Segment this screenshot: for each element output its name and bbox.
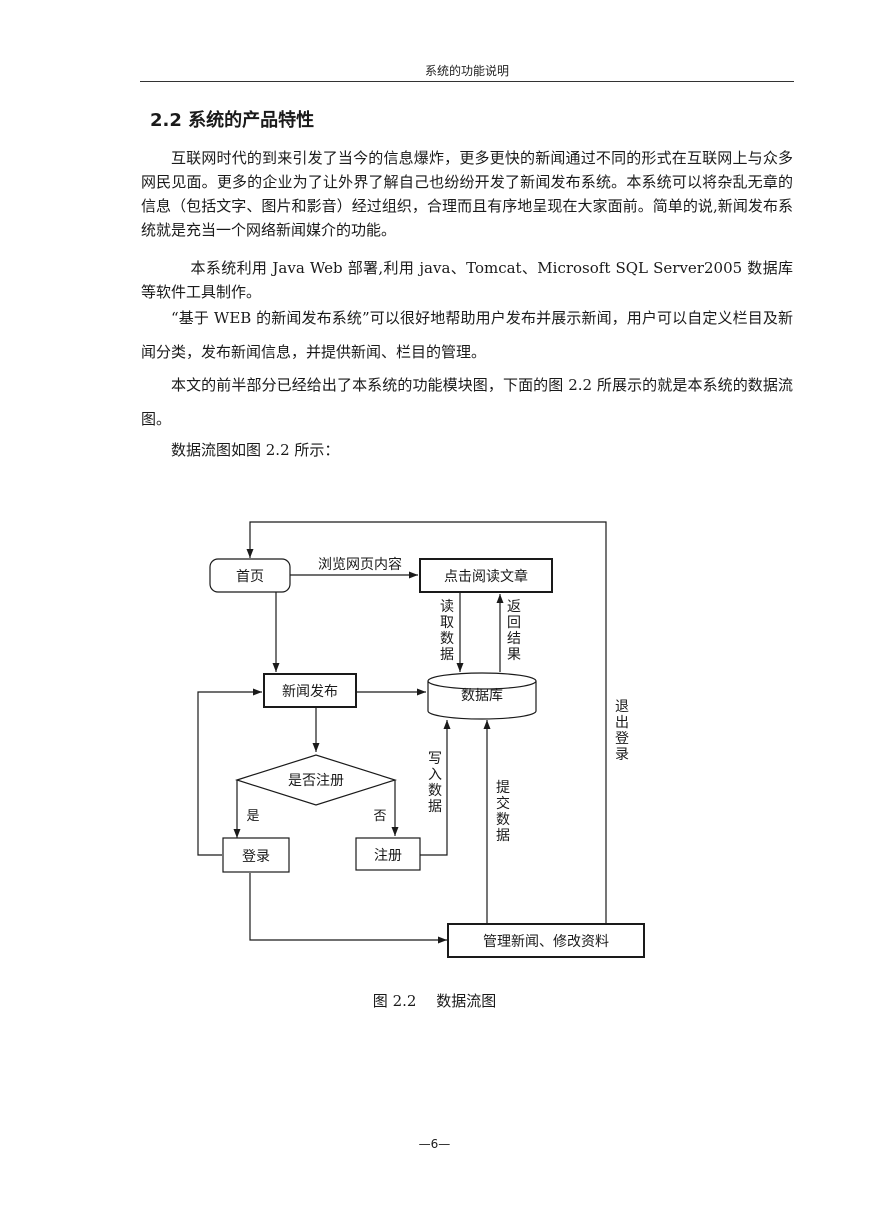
label-yes: 是 <box>246 809 259 824</box>
node-decision: 是否注册 <box>235 754 397 806</box>
node-database: 数据库 <box>427 672 537 720</box>
header-rule <box>140 81 794 82</box>
section-number: 2.2 <box>150 110 182 131</box>
node-login-label: 登录 <box>242 849 270 865</box>
label-no: 否 <box>373 809 386 824</box>
label-read-data: 读取数据 <box>440 598 454 663</box>
edge-logout <box>246 521 607 925</box>
edge-write-data <box>420 720 451 856</box>
flow-lines <box>197 521 607 944</box>
section-title: 系统的产品特性 <box>188 110 315 131</box>
paragraph-dfd-intro: 数据流图如图 2.2 所示： <box>171 441 340 459</box>
section-heading: 2.2 系统的产品特性 <box>150 106 314 132</box>
page-header: 系统的功能说明 <box>424 64 509 78</box>
label-logout: 退出登录 <box>615 699 629 763</box>
node-home-label: 首页 <box>236 569 264 585</box>
paragraph-tools: 本系统利用 Java Web 部署,利用 java、Tomcat、Microso… <box>141 259 793 301</box>
node-register-label: 注册 <box>374 848 402 864</box>
label-write-data: 写入数据 <box>428 751 442 815</box>
edge-login-publish <box>197 688 262 856</box>
edge-login-manage <box>249 873 447 944</box>
paragraph-features: “基于 WEB 的新闻发布系统”可以很好地帮助用户发布并展示新闻，用户可以自定义… <box>141 309 793 361</box>
node-read-article-label: 点击阅读文章 <box>444 568 528 585</box>
node-manage-label: 管理新闻、修改资料 <box>483 934 609 950</box>
node-login: 登录 <box>222 837 290 873</box>
node-database-label: 数据库 <box>461 688 503 704</box>
paragraph-module: 本文的前半部分已经给出了本系统的功能模块图，下面的图 2.2 所展示的就是本系统… <box>141 376 793 428</box>
node-news-publish: 新闻发布 <box>263 673 357 708</box>
paragraph-intro: 互联网时代的到来引发了当今的信息爆炸，更多更快的新闻通过不同的形式在互联网上与众… <box>141 149 793 239</box>
node-read-article: 点击阅读文章 <box>419 558 553 593</box>
node-news-publish-label: 新闻发布 <box>282 684 338 700</box>
node-home: 首页 <box>209 558 291 593</box>
node-manage: 管理新闻、修改资料 <box>447 923 645 958</box>
node-register: 注册 <box>355 837 421 871</box>
page-number: —6— <box>418 1137 451 1151</box>
node-decision-label: 是否注册 <box>288 773 344 789</box>
label-return-result: 返回结果 <box>507 599 521 663</box>
figure-caption: 图 2.2 数据流图 <box>372 992 497 1010</box>
label-browse: 浏览网页内容 <box>318 556 402 573</box>
label-submit-data: 提交数据 <box>496 780 510 844</box>
